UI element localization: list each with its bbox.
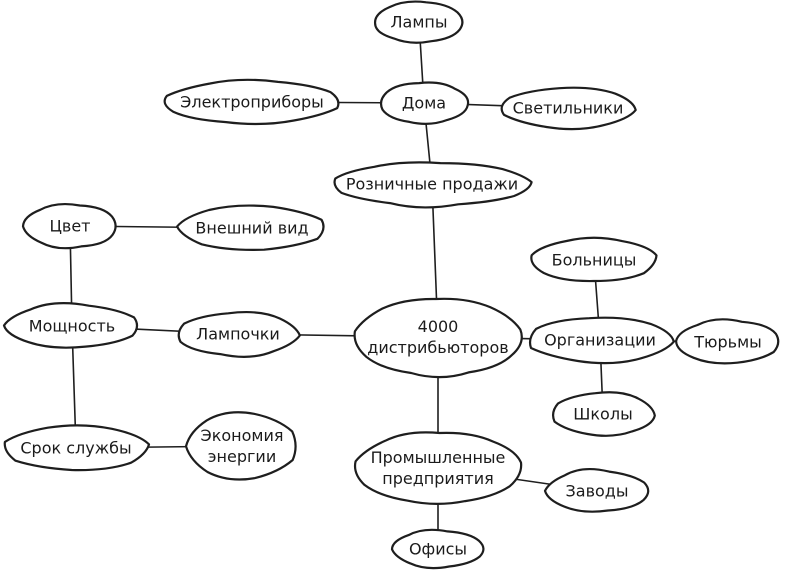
- node-label: Промышленные: [371, 448, 506, 467]
- cloud-shape: [551, 391, 656, 437]
- node-label: Цвет: [49, 217, 90, 236]
- cloud-shape: [177, 311, 301, 358]
- node-label: 4000: [418, 317, 459, 336]
- node-tsvet: Цвет: [21, 202, 117, 250]
- node-label: Лампочки: [196, 325, 280, 344]
- node-label: Светильники: [513, 99, 624, 118]
- node-label: Розничные продажи: [346, 175, 518, 194]
- node-label: Дома: [402, 94, 446, 113]
- node-label: Внешний вид: [195, 219, 308, 238]
- cloud-shape: [500, 86, 637, 131]
- node-label: Экономия: [201, 426, 284, 445]
- node-elektropribory: Электроприборы: [163, 78, 340, 126]
- cloud-shape: [373, 0, 464, 44]
- node-label: Электроприборы: [180, 93, 324, 112]
- cloud-shape: [379, 81, 470, 125]
- cloud-shape: [163, 78, 340, 126]
- cloud-shape: [353, 431, 523, 505]
- node-promyshlennye-predpriyatiya: Промышленные предприятия: [353, 431, 523, 505]
- node-label: Школы: [573, 405, 632, 424]
- node-vneshniy-vid: Внешний вид: [176, 204, 325, 251]
- cloud-shape: [353, 297, 523, 379]
- cloud-shape: [184, 411, 297, 481]
- cloud-shape: [21, 202, 117, 250]
- node-organizatsii: Организации: [528, 316, 675, 365]
- node-label: Заводы: [566, 482, 629, 501]
- node-svetilniki: Светильники: [500, 86, 637, 131]
- node-srok-sluzhby: Срок службы: [3, 424, 151, 472]
- node-label: Больницы: [552, 251, 637, 270]
- node-shkoly: Школы: [551, 391, 656, 437]
- node-label: Срок службы: [20, 439, 131, 458]
- cloud-shape: [176, 204, 325, 251]
- cloud-shape: [3, 424, 151, 472]
- node-moshchnost: Мощность: [2, 302, 139, 349]
- node-label: Мощность: [29, 317, 115, 336]
- node-label: Организации: [544, 331, 656, 350]
- cloud-shape: [530, 236, 658, 283]
- cloud-shape: [333, 161, 533, 209]
- node-ofisy: Офисы: [390, 528, 485, 570]
- cloud-shape: [2, 302, 139, 349]
- cloud-shape: [528, 316, 675, 365]
- node-label: Тюрьмы: [693, 333, 762, 352]
- cloud-shape: [390, 528, 485, 570]
- node-label: Офисы: [409, 540, 467, 559]
- node-roznichnye-prodazhi: Розничные продажи: [333, 161, 533, 209]
- node-lampy: Лампы: [373, 0, 464, 44]
- node-label: дистрибьюторов: [367, 338, 508, 357]
- node-zavody: Заводы: [543, 467, 650, 513]
- cloud-shape: [675, 318, 780, 365]
- node-label: энергии: [208, 447, 276, 466]
- node-label: предприятия: [382, 469, 494, 488]
- cloud-shape: [543, 467, 650, 513]
- node-ekonomiya-energii: Экономия энергии: [184, 411, 297, 481]
- node-4000-distributorov: 4000 дистрибьюторов: [353, 297, 523, 379]
- node-tyurmy: Тюрьмы: [675, 318, 780, 365]
- node-bolnitsy: Больницы: [530, 236, 658, 283]
- node-label: Лампы: [391, 13, 448, 32]
- node-lampochki: Лампочки: [177, 311, 301, 358]
- node-doma: Дома: [379, 81, 470, 125]
